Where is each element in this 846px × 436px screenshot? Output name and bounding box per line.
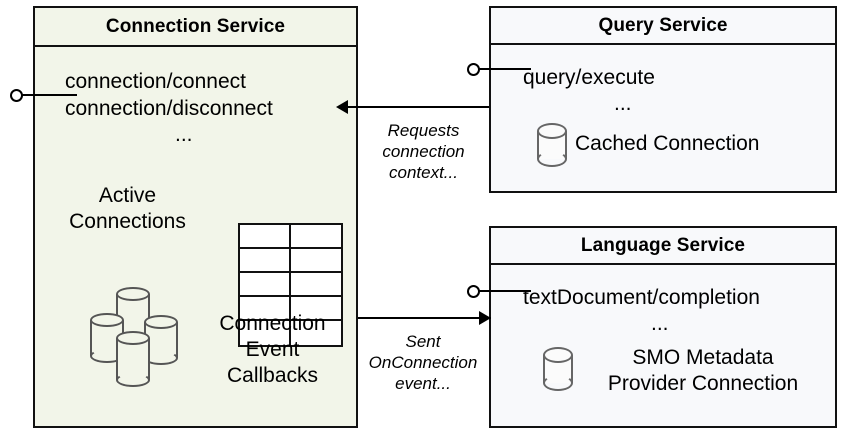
query-service-operations-ellipsis: ...	[614, 92, 632, 115]
connection-service-title: Connection Service	[35, 8, 356, 47]
smo-metadata-provider-connection-label: SMO Metadata Provider Connection	[583, 345, 823, 397]
language-service-operations-ellipsis: ...	[651, 312, 669, 335]
edge-connection-to-language-line	[358, 317, 491, 319]
component-query-service[interactable]: Query Service query/execute ... Cached C…	[489, 6, 837, 193]
connection-service-body: connection/connect connection/disconnect…	[35, 47, 356, 426]
component-language-service[interactable]: Language Service textDocument/completion…	[489, 226, 837, 428]
language-service-operation-completion: textDocument/completion	[523, 286, 760, 309]
language-service-body: textDocument/completion ... SMO Metadata…	[491, 265, 835, 426]
edge-label-line2: connection	[382, 142, 465, 161]
edge-label-line2: OnConnection	[368, 353, 478, 372]
table-cell	[240, 225, 291, 249]
query-service-title: Query Service	[491, 8, 835, 45]
database-cylinder-icon	[537, 123, 567, 167]
active-connections-label: Active Connections	[45, 183, 210, 235]
table-cell	[240, 249, 291, 273]
active-connections-database-cluster-icon	[90, 287, 205, 387]
cached-connection-label: Cached Connection	[575, 132, 760, 155]
callbacks-label-line3: Callbacks	[226, 364, 319, 387]
connection-event-callbacks-table-icon	[238, 223, 343, 347]
query-service-operation-execute: query/execute	[523, 66, 655, 89]
connection-service-interface-stem	[22, 94, 77, 96]
database-cylinder-icon	[116, 331, 150, 387]
edge-query-to-connection-line	[346, 106, 489, 108]
component-connection-service[interactable]: Connection Service connection/connect co…	[33, 6, 358, 428]
edge-query-to-connection-arrowhead	[336, 100, 348, 114]
connection-event-callbacks-label: Connection Event Callbacks	[195, 311, 350, 389]
table-cell	[290, 249, 341, 273]
table-cell	[290, 273, 341, 297]
edge-label-line1: Requests	[387, 121, 460, 140]
table-cell	[240, 273, 291, 297]
edge-connection-to-language-arrowhead	[479, 311, 491, 325]
edge-query-to-connection-label: Requests connection context...	[358, 120, 489, 183]
table-cell	[240, 297, 291, 321]
callbacks-label-line1: Connection	[219, 312, 326, 335]
connection-service-operation-connect: connection/connect	[65, 70, 246, 93]
smo-label-line2: Provider Connection	[607, 372, 799, 395]
language-service-title: Language Service	[491, 228, 835, 265]
edge-label-line3: event...	[395, 374, 451, 393]
active-connections-label-line2: Connections	[69, 210, 186, 233]
connection-service-operations-ellipsis: ...	[175, 123, 193, 146]
table-cell	[290, 297, 341, 321]
table-cell	[240, 321, 291, 345]
edge-label-line1: Sent	[405, 332, 441, 351]
active-connections-label-line1: Active	[98, 184, 157, 207]
table-cell	[290, 225, 341, 249]
edge-label-line3: context...	[389, 163, 458, 182]
smo-label-line1: SMO Metadata	[632, 346, 774, 369]
database-cylinder-icon	[543, 347, 573, 391]
query-service-interface-stem	[479, 68, 531, 70]
connection-service-operation-disconnect: connection/disconnect	[65, 97, 273, 120]
callbacks-label-line2: Event	[245, 338, 300, 361]
edge-connection-to-language-label: Sent OnConnection event...	[355, 331, 491, 394]
language-service-interface-stem	[479, 290, 531, 292]
query-service-body: query/execute ... Cached Connection	[491, 45, 835, 191]
